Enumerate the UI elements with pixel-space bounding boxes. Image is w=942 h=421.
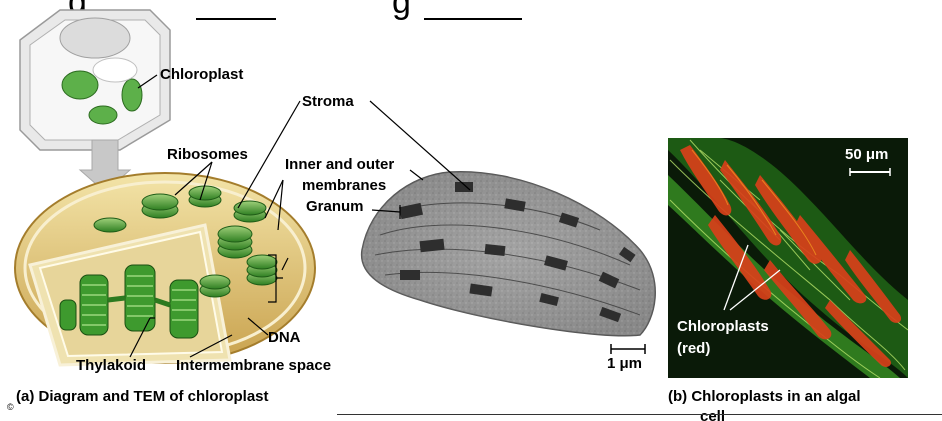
- bottom-divider: [337, 414, 942, 415]
- label-ribosomes: Ribosomes: [167, 146, 248, 163]
- label-intermembrane-space: Intermembrane space: [176, 357, 331, 374]
- tem-micrograph: [362, 172, 656, 336]
- label-dna: DNA: [268, 329, 301, 346]
- label-chloroplasts-red-line1: Chloroplasts: [677, 318, 769, 335]
- label-granum: Granum: [306, 198, 364, 215]
- scale-label-50um: 50 μm: [845, 146, 888, 163]
- copyright-symbol: ©: [7, 399, 14, 416]
- scale-bar-a: [611, 344, 645, 354]
- caption-a: (a) Diagram and TEM of chloroplast: [16, 388, 269, 405]
- caption-b-line1: (b) Chloroplasts in an algal: [668, 388, 861, 405]
- label-thylakoid: Thylakoid: [76, 357, 146, 374]
- plant-cell-illustration: [20, 10, 170, 192]
- label-membranes-line1: Inner and outer: [285, 156, 394, 173]
- label-chloroplast: Chloroplast: [160, 66, 243, 83]
- scale-label-1um: 1 μm: [607, 355, 642, 372]
- label-stroma: Stroma: [302, 93, 354, 110]
- label-membranes-line2: membranes: [302, 177, 386, 194]
- label-chloroplasts-red-line2: (red): [677, 340, 710, 357]
